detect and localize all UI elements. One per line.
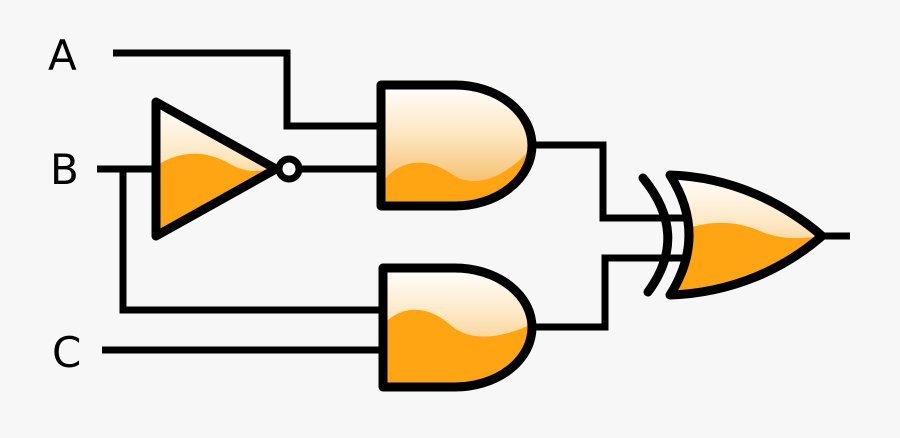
and-gate-bottom (383, 268, 532, 392)
input-label-b: B (50, 145, 79, 194)
wire-input-a (113, 49, 395, 130)
not-bubble-icon (275, 155, 303, 183)
input-label-a: A (48, 31, 77, 80)
and-gate-top (381, 85, 532, 212)
wire-and2-to-xor (524, 254, 705, 331)
xor-gate (638, 173, 822, 320)
wire-and1-to-xor (524, 141, 705, 222)
input-label-c: C (52, 328, 81, 377)
xor-gate-gloss-wave (670, 222, 822, 295)
xor-input-curve-icon (638, 173, 673, 297)
and-gate-bottom-gloss-wave (383, 309, 532, 387)
wire-input-b-branch (119, 169, 395, 314)
